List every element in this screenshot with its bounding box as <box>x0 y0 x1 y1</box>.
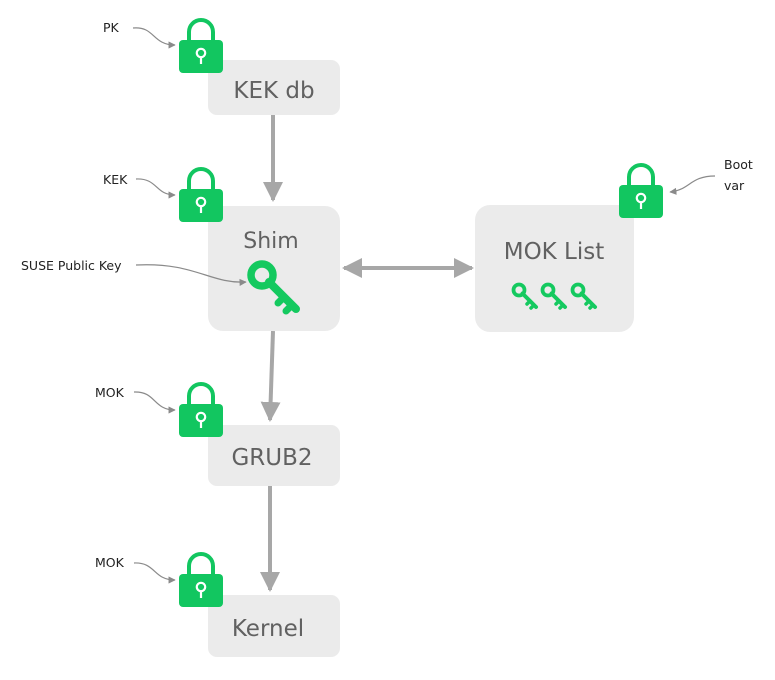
mok-grub-padlock-icon <box>177 382 225 439</box>
kernel-box: Kernel <box>208 595 340 657</box>
suse-key-callout-line <box>135 264 247 286</box>
mok-grub-label: MOK <box>95 385 125 400</box>
shim-box: Shim <box>208 206 340 331</box>
suse-public-key-label: SUSE Public Key <box>21 258 122 273</box>
boot-var-label-line1: Boot <box>724 157 753 172</box>
mok-kernel-padlock-icon <box>177 552 225 609</box>
kernel-label: Kernel <box>232 616 304 642</box>
arrow-shim-to-grub2 <box>260 330 281 422</box>
pk-label: PK <box>103 20 120 35</box>
kek-padlock-icon <box>177 167 225 224</box>
kek-db-box: KEK db <box>208 60 340 115</box>
mok-kernel-callout-line <box>133 562 176 584</box>
shim-label: Shim <box>243 229 298 254</box>
mok-kernel-label: MOK <box>95 555 125 570</box>
pk-padlock-icon <box>177 18 225 75</box>
kek-callout-line <box>135 178 176 199</box>
kek-label: KEK <box>103 172 128 187</box>
boot-var-callout-line <box>669 175 716 195</box>
grub2-box: GRUB2 <box>208 425 340 486</box>
boot-var-label-line2: var <box>724 178 745 193</box>
pk-callout-line <box>132 27 176 49</box>
grub2-label: GRUB2 <box>231 445 312 471</box>
boot-var-padlock-icon <box>617 163 665 220</box>
kek-db-label: KEK db <box>233 78 314 104</box>
mok-grub-callout-line <box>133 391 176 414</box>
mok-list-box: MOK List <box>475 205 634 332</box>
mok-list-label: MOK List <box>504 239 605 265</box>
